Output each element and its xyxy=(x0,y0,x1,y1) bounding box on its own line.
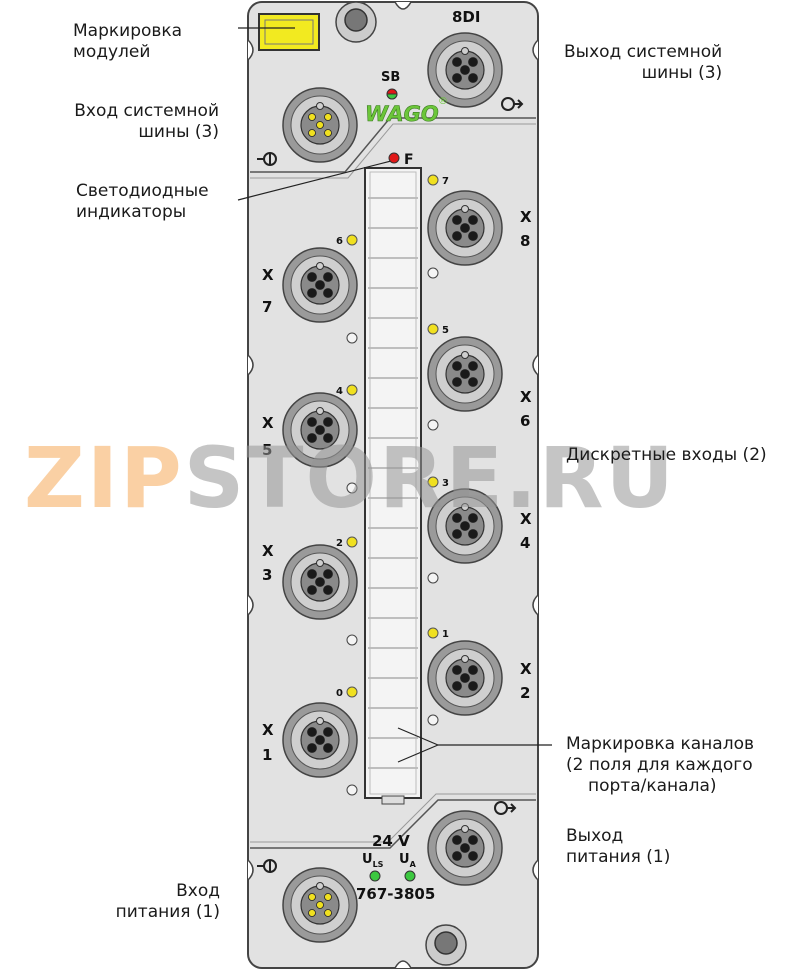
channel-number-3: 3 xyxy=(442,478,449,489)
port-connector-right-3 xyxy=(427,640,503,716)
channel-number-0: 0 xyxy=(336,688,343,699)
label-digital-inputs: Дискретные входы (2) xyxy=(566,445,767,465)
port-connector-left-1 xyxy=(282,392,358,468)
bus-in-connector xyxy=(282,87,358,163)
port-label-right-x: X xyxy=(520,388,532,406)
power-out-connector xyxy=(427,810,503,886)
channel-marking-fields xyxy=(368,171,418,795)
sb-led xyxy=(386,88,398,100)
channel-led-1 xyxy=(427,627,439,639)
uls-led xyxy=(369,870,381,882)
fault-label: F xyxy=(404,152,414,168)
port-connector-left-3 xyxy=(282,702,358,778)
fault-led xyxy=(388,152,400,164)
port-label-left-x: X xyxy=(262,721,274,739)
power-in-connector xyxy=(282,867,358,943)
power-out-symbol xyxy=(494,801,517,815)
part-number: 767-3805 xyxy=(356,885,435,903)
power-in-symbol xyxy=(257,859,277,873)
side-notches xyxy=(247,1,539,969)
port-label-left-x: X xyxy=(262,266,274,284)
bus-in-symbol xyxy=(257,152,277,166)
channel-led-0 xyxy=(346,686,358,698)
channel-led-2 xyxy=(346,536,358,548)
port-label-right-n: 4 xyxy=(520,534,530,552)
channel-led-off xyxy=(346,332,358,344)
channel-number-5: 5 xyxy=(442,325,449,336)
channel-number-4: 4 xyxy=(336,386,343,397)
leader-lines xyxy=(237,27,552,763)
port-label-right-x: X xyxy=(520,660,532,678)
sb-label: SB xyxy=(381,70,400,85)
voltage-label: 24 V xyxy=(372,832,410,850)
registered-mark: ® xyxy=(438,96,448,107)
channel-led-off xyxy=(346,784,358,796)
channel-number-1: 1 xyxy=(442,629,449,640)
channel-number-2: 2 xyxy=(336,538,343,549)
channel-led-off xyxy=(427,419,439,431)
bus-out-symbol xyxy=(501,97,524,111)
channel-led-off xyxy=(427,714,439,726)
bus-out-connector xyxy=(427,32,503,108)
port-label-right-x: X xyxy=(520,208,532,226)
channel-number-6: 6 xyxy=(336,236,343,247)
port-label-left-n: 3 xyxy=(262,566,272,584)
channel-led-7 xyxy=(427,174,439,186)
port-connector-left-0 xyxy=(282,247,358,323)
port-connector-right-1 xyxy=(427,336,503,412)
module-marking-tag xyxy=(258,13,320,51)
port-label-left-x: X xyxy=(262,542,274,560)
channel-led-off xyxy=(346,634,358,646)
strip-clip xyxy=(381,795,405,805)
port-label-left-n: 1 xyxy=(262,746,272,764)
mounting-hole-top xyxy=(335,1,377,43)
channel-led-off xyxy=(427,572,439,584)
port-label-left-n: 7 xyxy=(262,298,272,316)
port-connector-left-2 xyxy=(282,544,358,620)
channel-led-5 xyxy=(427,323,439,335)
port-label-left-x: X xyxy=(262,414,274,432)
mounting-hole-bottom xyxy=(425,924,467,966)
brand-logo: WAGO xyxy=(365,102,439,126)
uls-label: ULS xyxy=(362,852,384,869)
top-section-divider-2 xyxy=(250,123,536,179)
port-label-right-n: 6 xyxy=(520,412,530,430)
strip-field-border xyxy=(369,171,417,795)
ua-label: UA xyxy=(399,852,417,869)
connectors xyxy=(282,32,503,943)
port-label-right-n: 2 xyxy=(520,684,530,702)
bottom-section-divider xyxy=(250,799,536,849)
bottom-section-divider-2 xyxy=(250,793,536,843)
channel-led-off xyxy=(346,482,358,494)
channel-leds: 0 1 2 3 4 5 6 7 xyxy=(336,174,449,796)
ua-led xyxy=(404,870,416,882)
port-label-right-n: 8 xyxy=(520,232,530,250)
port-connector-right-0 xyxy=(427,190,503,266)
port-label-left-n: 5 xyxy=(262,441,272,459)
module-marking-tag-inner xyxy=(264,19,314,45)
top-section-divider xyxy=(250,117,536,173)
model-tag: 8DI xyxy=(452,8,480,26)
channel-led-off xyxy=(427,267,439,279)
port-connector-right-2 xyxy=(427,488,503,564)
channel-led-3 xyxy=(427,476,439,488)
port-label-right-x: X xyxy=(520,510,532,528)
channel-led-6 xyxy=(346,234,358,246)
channel-marking-strip xyxy=(364,167,422,799)
channel-led-4 xyxy=(346,384,358,396)
channel-number-7: 7 xyxy=(442,176,449,187)
